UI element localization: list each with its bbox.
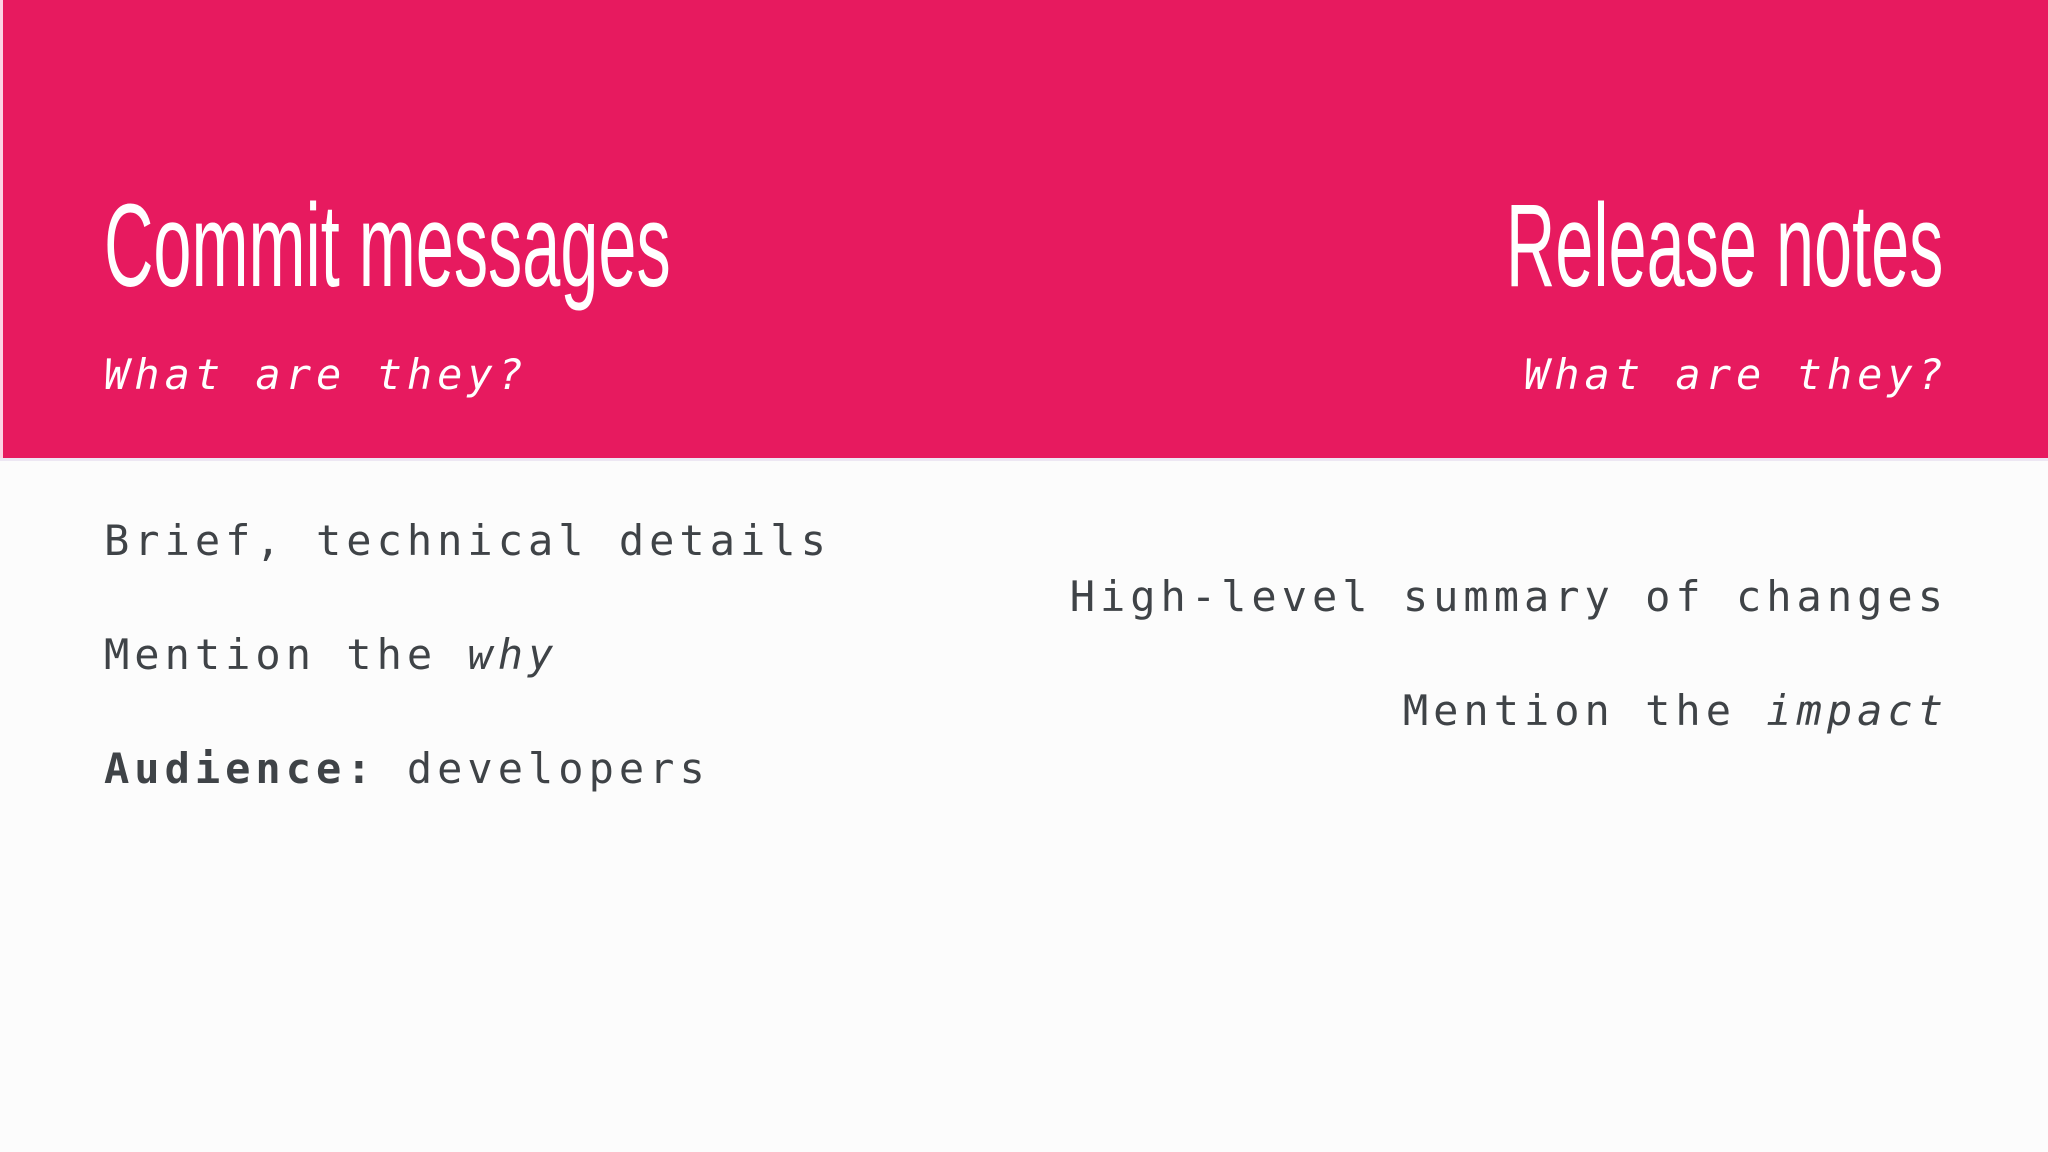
left-column-title: Commit messages	[104, 180, 671, 312]
right-point-mention-impact-emphasis: impact	[1766, 686, 1948, 735]
left-point-audience: Audience: developers	[104, 748, 710, 790]
left-column-subtitle: What are they?	[104, 350, 529, 399]
right-column-title: Release notes	[1505, 180, 1943, 312]
left-point-brief-technical: Brief, technical details	[104, 516, 831, 565]
left-point-audience-text: developers	[376, 744, 710, 793]
right-point-mention-impact: Mention the impact	[1403, 690, 1948, 732]
right-column-subtitle: What are they?	[1523, 350, 1948, 399]
left-point-audience-label: Audience:	[104, 744, 377, 793]
right-point-summary: High-level summary of changes	[1069, 572, 1948, 621]
left-point-mention-why: Mention the why	[104, 634, 558, 676]
left-point-mention-why-emphasis: why	[467, 630, 559, 679]
right-point-mention-impact-text: Mention the	[1402, 686, 1767, 735]
band-seam-divider	[0, 458, 2048, 461]
left-point-mention-why-text: Mention the	[104, 630, 468, 679]
left-edge-artifact	[0, 0, 3, 458]
header-band	[0, 0, 2048, 458]
